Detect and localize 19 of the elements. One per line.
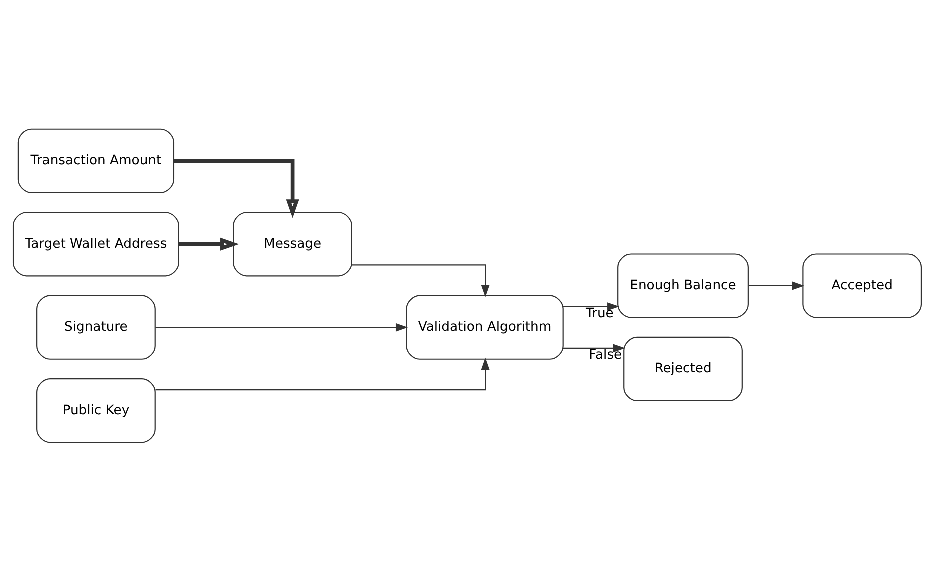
arrow [174, 158, 300, 218]
edge-label: False [589, 347, 622, 362]
arrow [563, 302, 620, 311]
node-box: Validation Algorithm [406, 294, 564, 360]
arrow [748, 281, 805, 290]
node-box: Message [233, 212, 352, 276]
node-box: Transaction Amount [18, 128, 175, 193]
edge-label: True [586, 306, 614, 321]
arrow [563, 344, 626, 352]
arrow [156, 357, 490, 390]
node-box: Enough Balance [618, 253, 749, 318]
arrow [156, 322, 408, 332]
node-box: Target Wallet Address [12, 212, 180, 276]
node-box: Public Key [36, 378, 156, 443]
node-box: Rejected [624, 336, 743, 402]
arrow [352, 264, 490, 297]
node-box: Signature [36, 294, 156, 360]
node-box: Accepted [802, 253, 922, 318]
arrow [179, 237, 240, 250]
